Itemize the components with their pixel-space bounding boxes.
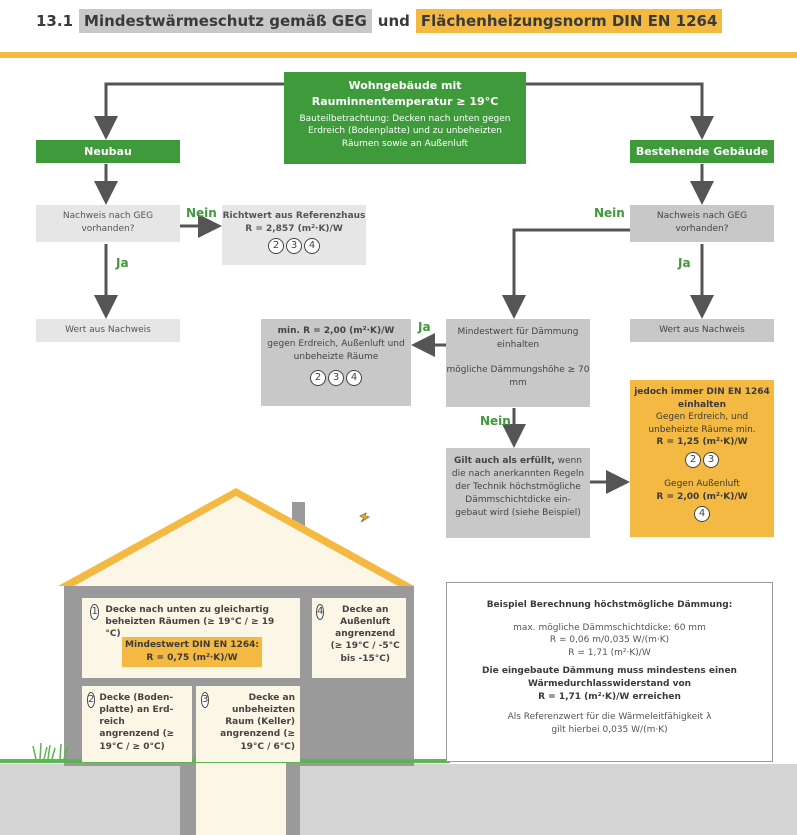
minimum-insulation-text: Mindestwert für Dämmung einhalten bbox=[457, 327, 579, 351]
example-line-1: max. mögliche Dämmschichtdicke: 60 mm bbox=[513, 622, 706, 633]
panel-4-number: 4 bbox=[316, 604, 325, 620]
header-divider bbox=[0, 52, 797, 58]
reference-value-title: Richtwert aus Referenzhaus bbox=[222, 211, 366, 221]
proof-question-new: Nachweis nach GEG vorhanden? bbox=[36, 205, 180, 242]
panel-4-temp: (≥ 19°C / -5°C bis -15°C) bbox=[330, 641, 400, 664]
din-box-title: jedoch immer DIN EN 1264 einhalten bbox=[634, 387, 770, 410]
panel-1-header: 1 Decke nach unten zu gleichartig beheiz… bbox=[82, 598, 300, 640]
example-requirement: Die eingebaute Dämmung muss mindestens e… bbox=[482, 666, 737, 689]
example-calculation-box: Beispiel Berechnung höchstmögliche Dämmu… bbox=[446, 582, 773, 762]
top-box-title-line1: Wohngebäude mit bbox=[348, 79, 462, 92]
ref-circle-2: 2 bbox=[268, 238, 284, 255]
reference-value-refs: 2 3 4 bbox=[222, 238, 366, 255]
panel-4-outside-air: 4 Decke an Außenluft angrenzend (≥ 19°C … bbox=[312, 598, 406, 678]
top-box-description: Bauteilbetrachtung: Decken nach unten ge… bbox=[299, 113, 511, 150]
minimum-insulation-box: Mindestwert für Dämmung einhalten möglic… bbox=[446, 319, 590, 407]
din-box-air-value: R = 2,00 (m²·K)/W bbox=[656, 491, 748, 502]
panel-3-content: 3 Decke an unbeheizten Raum (Keller) ang… bbox=[196, 686, 300, 759]
residential-building-box: Wohngebäude mit Rauminnentemperatur ≥ 19… bbox=[284, 72, 526, 164]
panel-1-min-title: Mindestwert DIN EN 1264: bbox=[125, 640, 259, 650]
also-fulfilled-bold: Gilt auch als erfüllt, bbox=[454, 456, 555, 466]
din-box-air-text: Gegen Außenluft bbox=[664, 478, 740, 489]
value-from-proof-existing: Wert aus Nachweis bbox=[630, 319, 774, 342]
panel-2-text: Decke (Boden-platte) an Erd-reich angren… bbox=[99, 693, 175, 752]
title-connector: und bbox=[377, 12, 410, 30]
also-fulfilled-text: wenn die nach anerkannten Regeln der Tec… bbox=[451, 456, 585, 519]
top-box-title-line2: Rauminnentemperatur ≥ 19°C bbox=[311, 94, 499, 108]
example-reference-2: gilt hierbei 0,035 W/(m·K) bbox=[551, 724, 668, 735]
panel-4-text: Decke an Außenluft angrenzend bbox=[335, 605, 396, 640]
ref-circle-4: 4 bbox=[694, 506, 710, 523]
din-en-1264-box: jedoch immer DIN EN 1264 einhalten Gegen… bbox=[630, 380, 774, 537]
new-building-box: Neubau bbox=[36, 140, 180, 163]
title-part-geg: Mindestwärmeschutz gemäß GEG bbox=[79, 9, 372, 33]
panel-1-text: Decke nach unten zu gleichartig beheizte… bbox=[105, 605, 275, 640]
label-yes-min: Ja bbox=[418, 320, 431, 334]
ref-circle-3: 3 bbox=[328, 370, 344, 387]
also-fulfilled-box: Gilt auch als erfüllt, wenn die nach ane… bbox=[446, 448, 590, 538]
panel-4-textblock: Decke an Außenluft angrenzend (≥ 19°C / … bbox=[328, 604, 402, 665]
example-requirement-value: R = 1,71 (m²·K)/W erreichen bbox=[538, 691, 681, 702]
example-line-2: R = 0,06 m/0,035 W/(m·K) bbox=[549, 635, 670, 646]
panel-2-number: 2 bbox=[87, 692, 96, 708]
section-number: 13.1 bbox=[36, 12, 74, 30]
din-box-air-refs: 4 bbox=[634, 506, 770, 523]
label-no-new: Nein bbox=[186, 206, 217, 220]
min-r-value: min. R = 2,00 (m²·K)/W bbox=[277, 326, 395, 336]
din-box-ground-value: R = 1,25 (m²·K)/W bbox=[656, 437, 748, 448]
min-r-refs: 2 3 4 bbox=[261, 370, 411, 387]
min-r-value-box: min. R = 2,00 (m²·K)/W gegen Erdreich, A… bbox=[261, 319, 411, 406]
ref-circle-4: 4 bbox=[346, 370, 362, 387]
example-line-3: R = 1,71 (m²·K)/W bbox=[568, 647, 651, 658]
example-title: Beispiel Berechnung höchstmögliche Dämmu… bbox=[486, 600, 733, 610]
reference-value-box: Richtwert aus Referenzhaus R = 2,857 (m²… bbox=[222, 205, 366, 265]
panel-4-content: 4 Decke an Außenluft angrenzend (≥ 19°C … bbox=[312, 598, 406, 671]
proof-question-existing: Nachweis nach GEG vorhanden? bbox=[630, 205, 774, 242]
label-yes-existing: Ja bbox=[678, 256, 691, 270]
value-from-proof-new: Wert aus Nachweis bbox=[36, 319, 180, 342]
page-title: 13.1 Mindestwärmeschutz gemäß GEG und Fl… bbox=[36, 8, 723, 34]
din-box-ground-refs: 2 3 bbox=[634, 451, 770, 468]
title-part-din: Flächenheizungsnorm DIN EN 1264 bbox=[415, 9, 723, 33]
panel-2-ground: 2 Decke (Boden-platte) an Erd-reich angr… bbox=[82, 686, 192, 762]
ref-circle-4: 4 bbox=[304, 238, 320, 255]
label-no-existing: Nein bbox=[594, 206, 625, 220]
panel-1-number: 1 bbox=[90, 604, 100, 620]
reference-value-r: R = 2,857 (m²·K)/W bbox=[245, 223, 343, 234]
din-box-ground-text: Gegen Erdreich, und unbeheizte Räume min… bbox=[648, 412, 756, 435]
ref-circle-3: 3 bbox=[703, 451, 719, 468]
panel-2-content: 2 Decke (Boden-platte) an Erd-reich angr… bbox=[82, 686, 192, 759]
panel-3-text: Decke an unbeheizten Raum (Keller) angre… bbox=[220, 693, 295, 752]
ref-circle-3: 3 bbox=[286, 238, 302, 255]
panel-1-min-value: Mindestwert DIN EN 1264: R = 0,75 (m²·K)… bbox=[122, 637, 262, 667]
min-r-description: gegen Erdreich, Außenluft und unbeheizte… bbox=[267, 339, 405, 363]
existing-building-box: Bestehende Gebäude bbox=[630, 140, 774, 163]
ref-circle-2: 2 bbox=[685, 451, 701, 468]
label-yes-new: Ja bbox=[116, 256, 129, 270]
panel-1-min-r: R = 0,75 (m²·K)/W bbox=[146, 652, 238, 663]
panel-3-number: 3 bbox=[201, 692, 210, 708]
panel-3-unheated: 3 Decke an unbeheizten Raum (Keller) ang… bbox=[196, 686, 300, 762]
label-no-min: Nein bbox=[480, 414, 511, 428]
top-box-title: Wohngebäude mit Rauminnentemperatur ≥ 19… bbox=[292, 78, 518, 110]
possible-insulation-height: mögliche Dämmungshöhe ≥ 70 mm bbox=[446, 365, 590, 389]
ref-circle-2: 2 bbox=[310, 370, 326, 387]
ground-strip bbox=[0, 764, 797, 835]
example-reference-1: Als Referenzwert für die Wärmeleitfähigk… bbox=[507, 712, 712, 723]
